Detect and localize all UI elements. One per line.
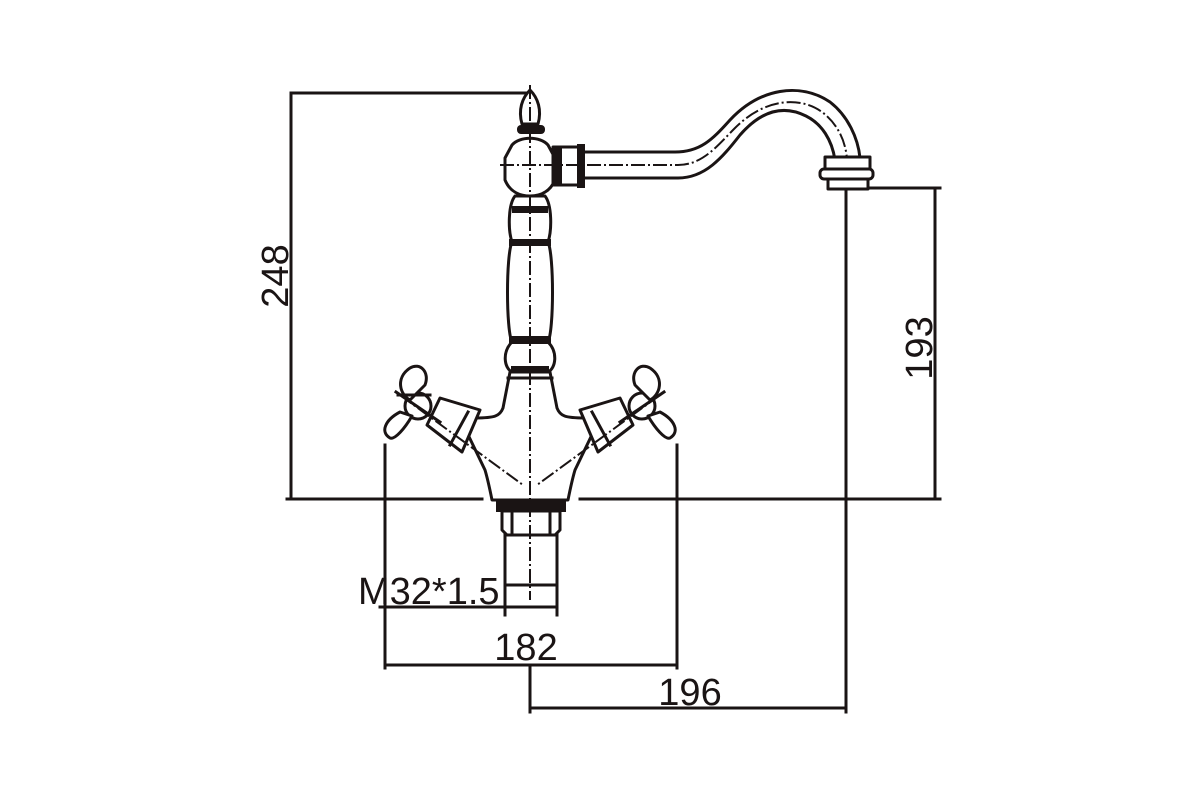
- dimension-196: 196: [528, 186, 848, 714]
- dimension-thread: M32*1.5: [358, 513, 559, 617]
- dimension-248: 248: [255, 91, 532, 501]
- dimension-193: 193: [846, 186, 942, 501]
- left-handle: [383, 364, 524, 486]
- faucet-head: [503, 88, 585, 198]
- dimension-248-label: 248: [255, 244, 297, 307]
- dimension-182-label: 182: [494, 627, 557, 669]
- spout: [565, 88, 875, 191]
- faucet-base: [383, 364, 677, 502]
- dimension-196-label: 196: [658, 672, 721, 714]
- dimension-182: 182: [383, 443, 679, 670]
- dimension-193-label: 193: [899, 316, 941, 379]
- right-handle: [536, 364, 677, 486]
- dimension-thread-label: M32*1.5: [358, 571, 500, 613]
